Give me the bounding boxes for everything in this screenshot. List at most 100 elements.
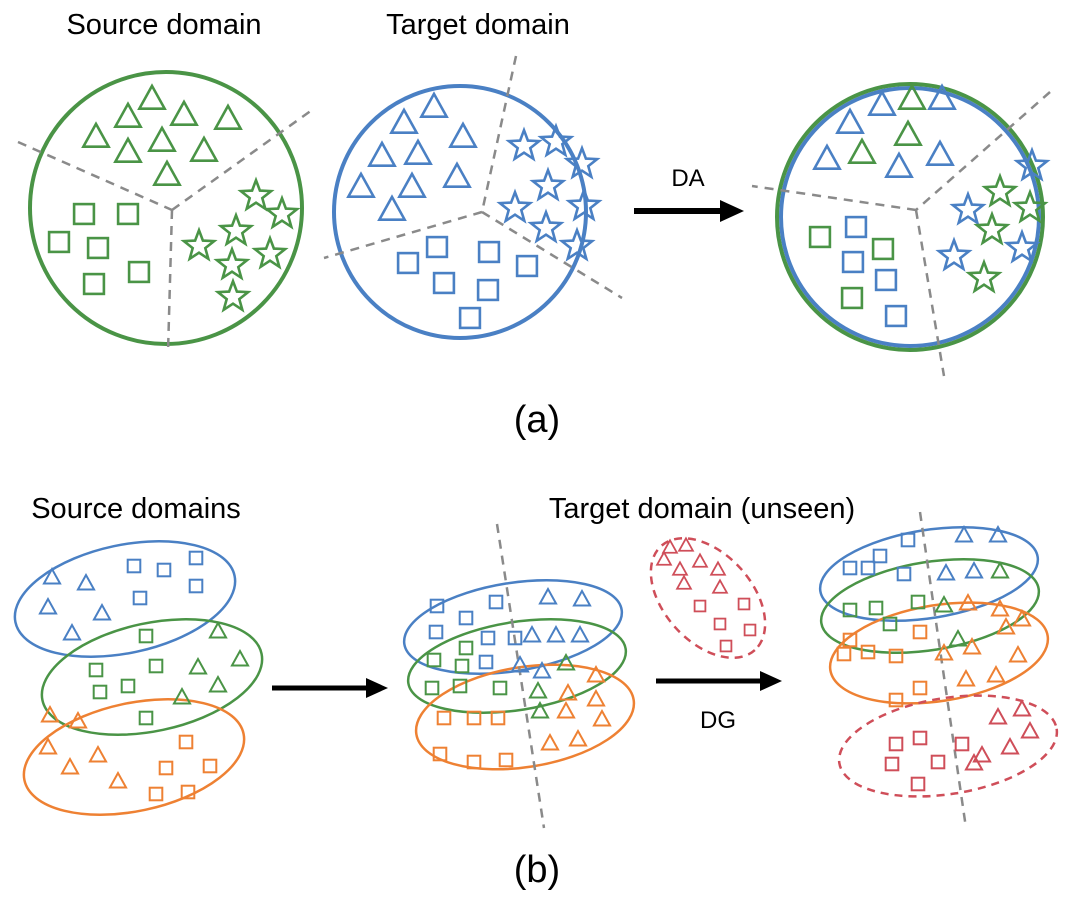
square-icon — [930, 754, 946, 770]
triangle-icon — [40, 704, 60, 723]
triangle-icon — [927, 83, 957, 110]
target-domain-label: Target domain — [386, 9, 570, 41]
star-icon — [973, 210, 1011, 246]
square-icon — [126, 558, 142, 574]
triangle-icon — [538, 586, 558, 605]
triangle-icon — [691, 552, 709, 568]
square-icon — [429, 598, 445, 614]
triangle-icon — [954, 524, 974, 543]
square-icon — [868, 600, 884, 616]
star-icon — [949, 190, 987, 226]
unseen-target-ellipse — [649, 536, 767, 660]
square-icon — [425, 235, 449, 259]
square-icon — [424, 680, 440, 696]
square-icon — [874, 268, 898, 292]
square-icon — [841, 250, 865, 274]
square-icon — [72, 202, 96, 226]
triangle-icon — [986, 664, 1006, 683]
square-icon — [842, 560, 858, 576]
triangle-icon — [711, 578, 729, 594]
square-icon — [92, 684, 108, 700]
star-icon — [213, 245, 251, 281]
star-icon — [214, 277, 252, 313]
triangle-icon — [208, 620, 228, 639]
square-icon — [148, 786, 164, 802]
square-icon — [86, 236, 110, 260]
square-icon — [138, 710, 154, 726]
unseen-target-domain-label: Target domain (unseen) — [549, 493, 855, 525]
triangle-icon — [397, 171, 427, 198]
triangle-icon — [884, 151, 914, 178]
square-icon — [88, 662, 104, 678]
square-icon — [507, 630, 523, 646]
triangle-icon — [92, 602, 112, 621]
triangle-icon — [925, 139, 955, 166]
square-icon — [396, 251, 420, 275]
triangle-icon — [367, 140, 397, 167]
square-icon — [910, 594, 926, 610]
triangle-icon — [972, 744, 992, 763]
triangle-icon — [532, 660, 552, 679]
square-icon — [884, 304, 908, 328]
triangle-icon — [988, 524, 1008, 543]
triangle-icon — [189, 135, 219, 162]
triangle-icon — [113, 101, 143, 128]
triangle-icon — [68, 710, 88, 729]
square-icon — [490, 710, 506, 726]
square-icon — [840, 286, 864, 310]
triangle-icon — [522, 624, 542, 643]
triangle-icon — [556, 700, 576, 719]
square-icon — [912, 680, 928, 696]
square-icon — [458, 610, 474, 626]
square-icon — [743, 623, 757, 637]
triangle-icon — [568, 728, 588, 747]
triangle-icon — [546, 624, 566, 643]
triangle-icon — [62, 622, 82, 641]
triangle-icon — [661, 538, 679, 554]
square-icon — [900, 532, 916, 548]
star-icon — [565, 186, 603, 222]
square-icon — [844, 215, 868, 239]
square-icon — [458, 640, 474, 656]
square-icon — [432, 271, 456, 295]
square-icon — [515, 254, 539, 278]
triangle-icon — [152, 159, 182, 186]
triangle-icon — [812, 143, 842, 170]
square-icon — [912, 624, 928, 640]
triangle-icon — [570, 624, 590, 643]
square-icon — [47, 230, 71, 254]
square-icon — [116, 202, 140, 226]
triangle-icon — [172, 686, 192, 705]
square-icon — [426, 652, 442, 668]
square-icon — [860, 644, 876, 660]
triangle-icon — [964, 560, 984, 579]
triangle-icon — [1012, 608, 1032, 627]
triangle-icon — [88, 744, 108, 763]
trained-model-group — [402, 523, 636, 829]
square-icon — [860, 560, 876, 576]
source-domains-group — [13, 540, 264, 816]
square-icon — [188, 550, 204, 566]
triangle-icon — [586, 664, 606, 683]
da-arrow: DA — [634, 165, 744, 222]
triangle-icon — [108, 770, 128, 789]
square-icon — [912, 730, 928, 746]
triangle-icon — [530, 700, 550, 719]
square-icon — [178, 734, 194, 750]
triangle-icon — [671, 560, 689, 576]
triangle-icon — [113, 136, 143, 163]
source-domain-circle — [17, 70, 313, 353]
triangle-icon — [510, 654, 530, 673]
star-icon — [563, 144, 601, 180]
square-icon — [492, 680, 508, 696]
triangle-icon — [389, 107, 419, 134]
training-arrow — [272, 678, 388, 698]
star-icon — [558, 226, 596, 262]
square-icon — [737, 597, 751, 611]
square-icon — [488, 594, 504, 610]
triangle-icon — [558, 682, 578, 701]
triangle-icon — [147, 125, 177, 152]
triangle-icon — [38, 736, 58, 755]
triangle-icon — [1000, 736, 1020, 755]
